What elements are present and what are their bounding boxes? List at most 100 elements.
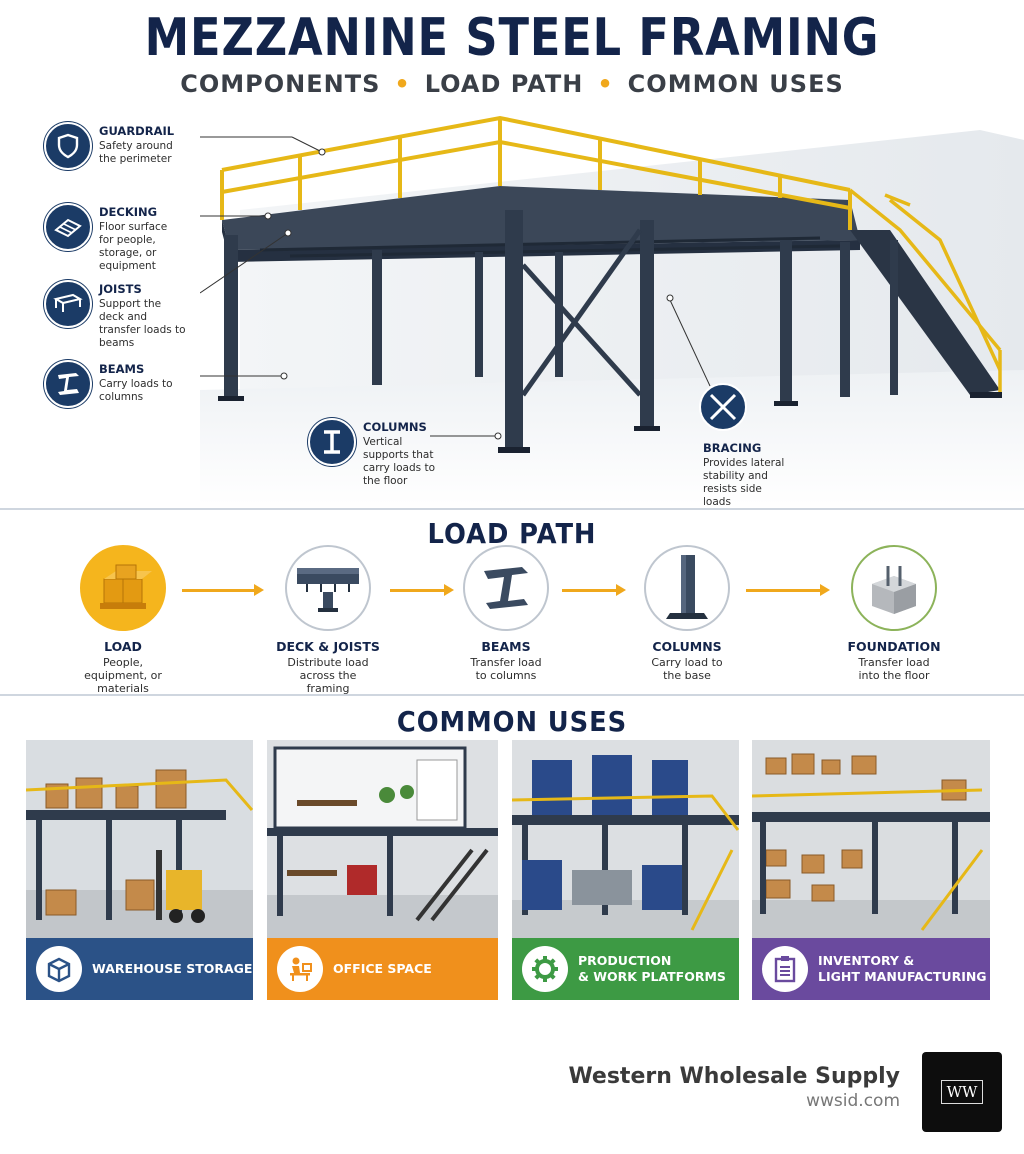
callout-label: JOISTS — [99, 282, 142, 296]
desk-worker-icon — [277, 946, 323, 992]
load-path-heading: LOAD PATH — [427, 517, 597, 550]
use-band: PRODUCTION& WORK PLATFORMS — [512, 938, 739, 1000]
box-icon — [36, 946, 82, 992]
callout-beams: BEAMS Carry loads to columns — [44, 360, 179, 408]
warehouse-floor — [200, 370, 1024, 505]
deck-surface — [222, 186, 860, 250]
cross-bracing — [520, 228, 643, 397]
callout-desc: Provides lateral stability and resists s… — [703, 457, 785, 508]
callout-desc: Carry loads to columns — [99, 378, 173, 403]
callout-leaders — [140, 136, 711, 440]
callout-decking: DECKING Floor surface for people, storage… — [44, 203, 181, 273]
step-desc: Distribute load across the framing — [287, 656, 369, 695]
brand-logo: WW — [922, 1052, 1002, 1132]
columns — [224, 210, 850, 450]
i-beam-icon — [44, 360, 92, 408]
callout-bracing: BRACING Provides lateral stability and re… — [703, 439, 793, 509]
use-band: INVENTORY &LIGHT MANUFACTURING — [752, 938, 990, 1000]
brand-block: Western Wholesale Supply wwsid.com — [568, 1064, 900, 1111]
flow-arrow — [562, 584, 626, 596]
load-step-foundation: FOUNDATION Transfer load into the floor — [804, 545, 984, 682]
deck-joist-icon — [285, 545, 371, 631]
gear-icon — [522, 946, 568, 992]
subtitle-load-path: LOAD PATH — [424, 70, 584, 98]
flow-arrow — [182, 584, 264, 596]
callout-label: GUARDRAIL — [99, 124, 175, 138]
bullet-dot: • — [597, 70, 614, 98]
bullet-dot: • — [394, 70, 411, 98]
subtitle-components: COMPONENTS — [180, 70, 381, 98]
callout-guardrail: GUARDRAIL Safety around the perimeter — [44, 122, 179, 170]
use-label-line: PRODUCTION — [578, 953, 672, 968]
callout-label: DECKING — [99, 205, 158, 219]
staircase — [848, 188, 1002, 398]
callout-desc: Safety around the perimeter — [99, 140, 173, 165]
shield-icon — [44, 122, 92, 170]
step-label: DECK & JOISTS — [276, 639, 380, 654]
use-label: INVENTORY &LIGHT MANUFACTURING — [818, 953, 987, 985]
joist-icon — [44, 280, 92, 328]
load-step-load: LOAD People, equipment, or materials — [33, 545, 213, 695]
load-step-columns: COLUMNS Carry load to the base — [597, 545, 777, 682]
section-divider — [0, 508, 1024, 510]
load-step-beams: BEAMS Transfer load to columns — [416, 545, 596, 682]
use-label-line: & WORK PLATFORMS — [578, 969, 726, 984]
mezzanine-structure-drawing — [140, 100, 1024, 505]
load-step-deck-joists: DECK & JOISTS Distribute load across the… — [238, 545, 418, 695]
callout-desc: Floor surface for people, storage, or eq… — [99, 221, 168, 272]
subtitle-common-uses: COMMON USES — [627, 70, 844, 98]
base-plates — [218, 396, 798, 453]
use-label: OFFICE SPACE — [333, 961, 432, 977]
callout-label: COLUMNS — [363, 420, 427, 434]
page-title: MEZZANINE STEEL FRAMING — [144, 8, 880, 68]
column-icon — [644, 545, 730, 631]
use-label-line: WAREHOUSE STORAGE — [92, 961, 253, 976]
step-desc: People, equipment, or materials — [84, 656, 162, 695]
clipboard-icon — [762, 946, 808, 992]
brand-url[interactable]: wwsid.com — [806, 1091, 900, 1111]
step-desc: Carry load to the base — [651, 656, 723, 682]
production-platform-image — [512, 740, 739, 938]
use-label: PRODUCTION& WORK PLATFORMS — [578, 953, 726, 985]
step-label: COLUMNS — [652, 639, 722, 654]
step-label: BEAMS — [481, 639, 531, 654]
concrete-footing-icon — [851, 545, 937, 631]
callout-label: BRACING — [703, 441, 762, 455]
cross-brace-icon — [699, 383, 747, 431]
column-icon — [308, 418, 356, 466]
callout-label: BEAMS — [99, 362, 145, 376]
mezzanine-illustration — [140, 100, 1024, 505]
boxes-on-pallet-icon — [80, 545, 166, 631]
use-card-production-work-platforms: PRODUCTION& WORK PLATFORMS — [512, 740, 739, 1000]
callout-joists: JOISTS Support the deck and transfer load… — [44, 280, 189, 350]
callout-columns: COLUMNS Vertical supports that carry load… — [308, 418, 449, 488]
i-beam-icon — [463, 545, 549, 631]
use-label: WAREHOUSE STORAGE — [92, 961, 252, 977]
flow-arrow — [746, 584, 830, 596]
callout-desc: Support the deck and transfer loads to b… — [99, 298, 186, 349]
use-label-line: OFFICE SPACE — [333, 961, 432, 976]
flow-arrow — [390, 584, 454, 596]
brand-logo-text: WW — [940, 1080, 984, 1104]
section-divider — [0, 694, 1024, 696]
use-label-line: INVENTORY & — [818, 953, 915, 968]
decking-icon — [44, 203, 92, 251]
guardrail — [220, 115, 852, 230]
use-card-warehouse-storage: WAREHOUSE STORAGE — [26, 740, 253, 1000]
use-label-line: LIGHT MANUFACTURING — [818, 969, 987, 984]
office-space-image — [267, 740, 498, 938]
use-band: OFFICE SPACE — [267, 938, 498, 1000]
callout-desc: Vertical supports that carry loads to th… — [363, 436, 435, 487]
use-band: WAREHOUSE STORAGE — [26, 938, 253, 1000]
use-card-inventory-light-manufacturing: INVENTORY &LIGHT MANUFACTURING — [752, 740, 990, 1000]
step-label: LOAD — [104, 639, 142, 654]
step-desc: Transfer load into the floor — [858, 656, 930, 682]
use-card-office-space: OFFICE SPACE — [267, 740, 498, 1000]
step-label: FOUNDATION — [847, 639, 941, 654]
inventory-image — [752, 740, 990, 938]
warehouse-storage-image — [26, 740, 253, 938]
brand-name: Western Wholesale Supply — [568, 1064, 900, 1089]
common-uses-heading: COMMON USES — [396, 705, 628, 738]
page-subtitle: COMPONENTS • LOAD PATH • COMMON USES — [0, 70, 1024, 98]
step-desc: Transfer load to columns — [470, 656, 542, 682]
